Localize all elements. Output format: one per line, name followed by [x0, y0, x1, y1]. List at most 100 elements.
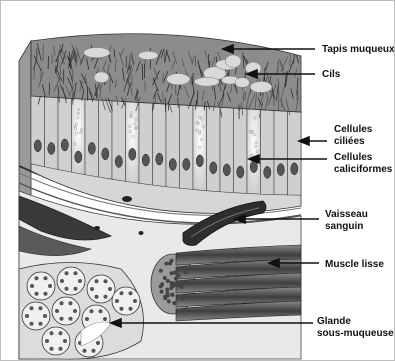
mucus-blob	[235, 78, 250, 88]
acinar-nucleus	[69, 317, 73, 321]
fiber-section	[169, 286, 173, 290]
acinar-nucleus	[120, 291, 124, 295]
fiber-section	[167, 299, 171, 303]
acinar-nucleus	[39, 306, 43, 310]
label-tapis-muqueux: Tapis muqueux	[322, 44, 395, 55]
nucleus	[223, 164, 230, 176]
acinar-nucleus	[99, 309, 103, 313]
nucleus	[61, 139, 68, 151]
mucus-blob	[94, 72, 109, 83]
ciliated-cell	[166, 104, 180, 188]
acinar-nucleus	[129, 291, 133, 295]
acinar-nucleus	[78, 279, 82, 283]
acinar-nucleus	[74, 287, 78, 291]
acinar-nucleus	[90, 309, 94, 313]
fiber-section	[159, 269, 163, 273]
acinar-nucleus	[63, 339, 67, 343]
acinar-nucleus	[90, 287, 94, 291]
goblet-cell	[72, 98, 86, 174]
ciliated-cell	[220, 107, 234, 192]
acinar-nucleus	[115, 299, 119, 303]
nucleus	[169, 158, 176, 170]
mucus-blob	[167, 74, 190, 85]
acinar-nucleus	[50, 331, 54, 335]
acinar-nucleus	[69, 301, 73, 305]
nucleus	[237, 166, 244, 178]
mucus-blob	[84, 48, 110, 58]
acinar-nucleus	[129, 307, 133, 311]
acinar-nucleus	[104, 295, 108, 299]
acinar-nucleus	[85, 317, 89, 321]
fiber-section	[174, 277, 178, 281]
acinar-nucleus	[35, 292, 39, 296]
nucleus	[210, 162, 217, 174]
acinar-nucleus	[35, 276, 39, 280]
acinar-nucleus	[55, 309, 59, 313]
mucus-blob	[250, 81, 272, 92]
ciliated-cell	[58, 98, 72, 173]
acinar-nucleus	[92, 349, 96, 353]
acinar-nucleus	[45, 339, 49, 343]
acinar-nucleus	[60, 301, 64, 305]
acinar-nucleus	[30, 306, 34, 310]
ciliated-cell	[85, 99, 99, 177]
nucleus	[102, 148, 109, 160]
acinar-nucleus	[60, 279, 64, 283]
label-cils: Cils	[322, 69, 341, 80]
acinar-nucleus	[44, 276, 48, 280]
nucleus	[196, 155, 203, 167]
nucleus	[291, 163, 298, 175]
cilium	[145, 81, 146, 92]
fiber-section	[181, 266, 185, 270]
ciliated-cell	[112, 101, 126, 181]
nucleus	[75, 151, 82, 163]
fiber-section	[166, 279, 170, 283]
mucus-blob	[225, 55, 241, 68]
acinar-nucleus	[25, 314, 29, 318]
acinar-nucleus	[30, 284, 34, 288]
mucus-blob	[138, 51, 158, 59]
ciliated-cell	[180, 105, 194, 190]
acinar-nucleus	[104, 279, 108, 283]
fiber-section	[176, 294, 180, 298]
acinar-nucleus	[83, 349, 87, 353]
nucleus	[264, 166, 271, 178]
nucleus	[142, 154, 149, 166]
fiber-section	[168, 262, 172, 266]
cilium	[165, 98, 166, 113]
fiber-section	[171, 282, 175, 286]
fiber-section	[159, 284, 163, 288]
labels: Tapis muqueux Cils Cellulesciliées Cellu…	[317, 44, 395, 339]
ciliated-cell	[234, 108, 248, 193]
fiber-section	[160, 290, 164, 294]
ciliated-cell	[45, 97, 59, 170]
fiber-section	[169, 271, 173, 275]
nucleus	[129, 148, 136, 160]
acinar-nucleus	[43, 314, 47, 318]
acinar-nucleus	[65, 287, 69, 291]
fiber-section	[165, 288, 169, 292]
mucus-blob	[194, 77, 219, 86]
acinar-nucleus	[60, 317, 64, 321]
ciliated-cell	[288, 111, 302, 195]
acinar-nucleus	[30, 322, 34, 326]
nucleus	[277, 164, 284, 176]
fiber-section	[172, 301, 176, 305]
nucleus	[48, 143, 55, 155]
label-glande-sous-muqueuse: Glandesous-muqueuse	[317, 316, 394, 339]
fiber-section	[163, 276, 167, 280]
nucleus	[88, 142, 95, 154]
cilium	[163, 91, 164, 103]
ciliated-cell	[207, 107, 221, 192]
fiber-section	[184, 270, 188, 274]
fiber-section	[173, 271, 177, 275]
submucosal-gland	[19, 263, 144, 360]
acinar-nucleus	[59, 347, 63, 351]
acinar-nucleus	[96, 341, 100, 345]
fiber-section	[164, 262, 168, 266]
ciliated-cell	[153, 103, 167, 186]
acinar-nucleus	[103, 317, 107, 321]
acinar-nucleus	[108, 287, 112, 291]
